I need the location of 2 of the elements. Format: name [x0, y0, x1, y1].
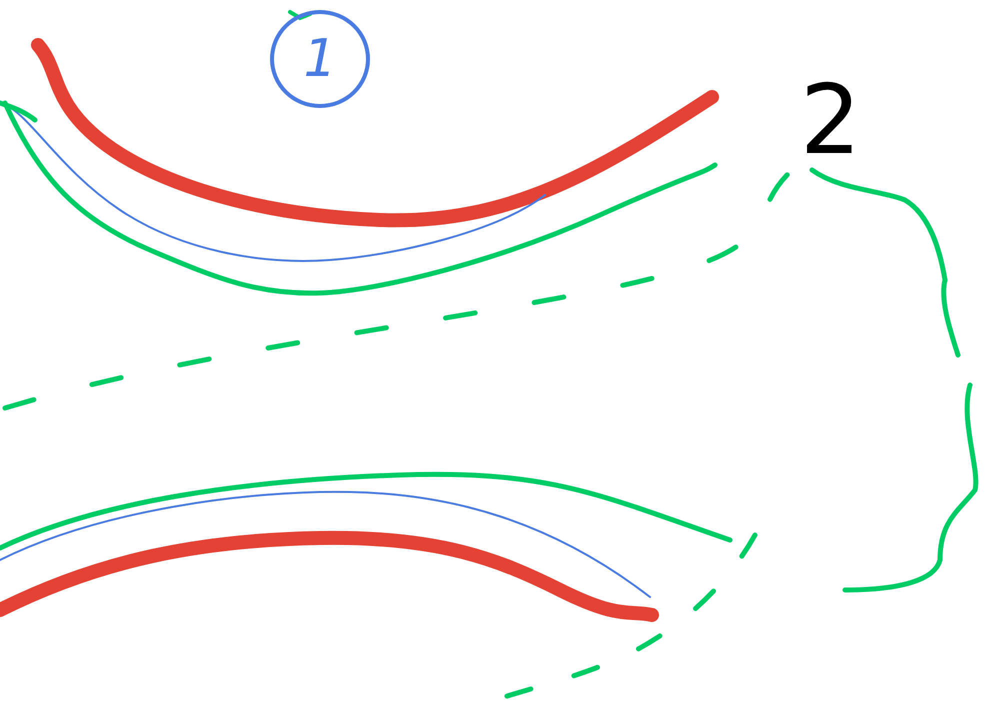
- circled-number: 1: [270, 10, 370, 108]
- number-label: 2: [800, 72, 862, 168]
